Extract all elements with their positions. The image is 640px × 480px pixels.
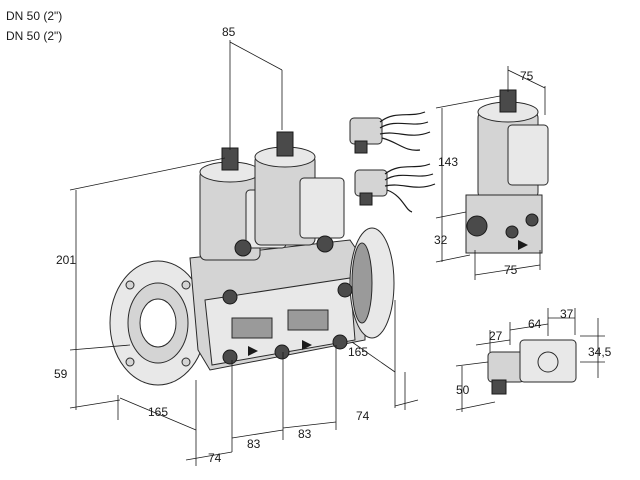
plug-screw (337, 282, 353, 298)
dim-201: 201 (56, 253, 76, 267)
dim-143: 143 (438, 155, 458, 169)
single-solenoid-valve (465, 89, 549, 254)
solenoid-cap (221, 147, 239, 171)
flange-bolt-hole (181, 357, 191, 367)
plug-screw (274, 344, 290, 360)
cable-connectors (349, 111, 436, 213)
cable-gland (359, 192, 373, 206)
dim-64: 64 (528, 317, 542, 331)
nominal-size-label: DN 50 (2") (6, 9, 63, 23)
dim-74-right: 74 (356, 409, 370, 423)
header: DN 50 (2") DN 50 (2") (6, 6, 62, 46)
dim-74-bottom: 74 (208, 451, 222, 465)
dim-27: 27 (489, 329, 503, 343)
flange-bolt-hole (125, 280, 135, 290)
flange-bolt-hole (125, 357, 135, 367)
plug-screw (332, 334, 348, 350)
fitting-block (231, 317, 273, 339)
dimension-lines (69, 40, 605, 466)
connector-plug (349, 117, 383, 145)
dim-34-5: 34,5 (588, 345, 612, 359)
connector-wires (379, 111, 431, 151)
plug-screw (222, 289, 238, 305)
pressure-switch (487, 339, 577, 395)
switch-dial (537, 351, 559, 373)
connector-plug (354, 169, 388, 197)
dimension-labels: 85 75 143 201 32 75 27 64 37 34,5 59 165… (54, 25, 612, 465)
solenoid-cap (276, 131, 294, 157)
connector-housing (299, 177, 345, 239)
dim-83: 83 (247, 437, 261, 451)
dim-75-side: 75 (504, 263, 518, 277)
solenoid-plug (316, 235, 334, 253)
flange-opening (139, 298, 177, 348)
flow-direction-arrow (248, 346, 258, 356)
dim-59: 59 (54, 367, 68, 381)
flow-direction-arrow (518, 240, 528, 250)
cable-gland (491, 379, 507, 395)
solenoid-plug (234, 239, 252, 257)
valve-body-front (204, 277, 356, 366)
dim-83: 83 (298, 427, 312, 441)
dim-165-right: 165 (348, 345, 368, 359)
dim-32: 32 (434, 233, 448, 247)
solenoid-cap (499, 89, 517, 113)
right-flange-rim (351, 242, 373, 324)
connector-wires (384, 163, 436, 213)
nominal-size-label: DN 50 (2") (6, 29, 63, 43)
dim-85: 85 (222, 25, 236, 39)
flange-bolt-hole (181, 280, 191, 290)
valve-port (466, 215, 488, 237)
fitting-block (287, 309, 329, 331)
double-solenoid-valve (109, 131, 395, 386)
switch-housing (487, 351, 525, 383)
dim-50: 50 (456, 383, 470, 397)
cable-gland (354, 140, 368, 154)
dim-165-left: 165 (148, 405, 168, 419)
flow-direction-arrow (302, 340, 312, 350)
dim-37: 37 (560, 307, 574, 321)
plug-screw (525, 213, 539, 227)
dim-75-top: 75 (520, 69, 534, 83)
plug-screw (505, 225, 519, 239)
plug-screw (222, 349, 238, 365)
connector-housing (507, 124, 549, 186)
